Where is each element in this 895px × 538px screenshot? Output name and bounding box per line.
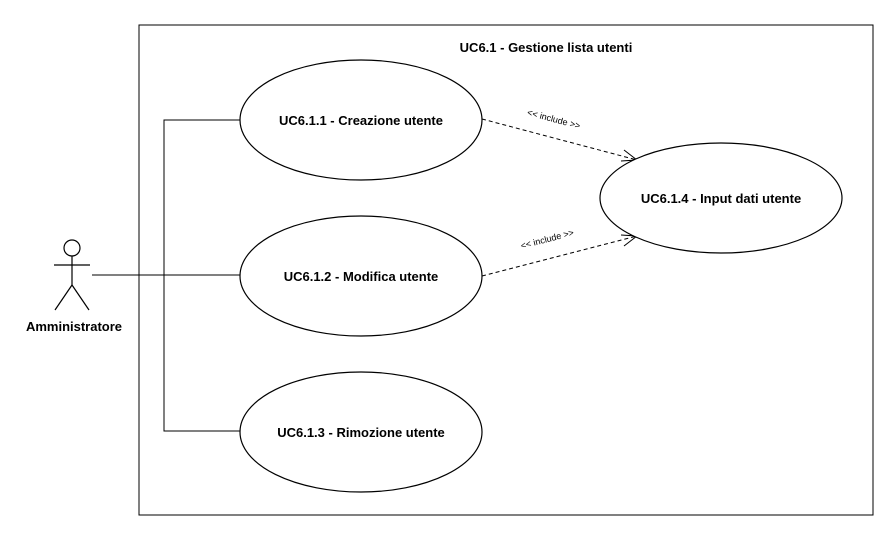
use-case-input-label: UC6.1.4 - Input dati utente: [641, 191, 801, 206]
actor-left-leg: [54, 284, 73, 311]
actor-head: [63, 239, 81, 257]
use-case-input[interactable]: [599, 142, 843, 254]
use-case-creazione[interactable]: [239, 59, 483, 181]
use-case-creazione-label: UC6.1.1 - Creazione utente: [279, 113, 443, 128]
actor-right-leg: [71, 284, 90, 311]
use-case-modifica-label: UC6.1.2 - Modifica utente: [284, 269, 439, 284]
use-case-modifica[interactable]: [239, 215, 483, 337]
use-case-rimozione-label: UC6.1.3 - Rimozione utente: [277, 425, 445, 440]
actor-figure: [54, 239, 90, 311]
use-case-rimozione[interactable]: [239, 371, 483, 493]
association-rimozione: [163, 275, 240, 432]
system-title: UC6.1 - Gestione lista utenti: [460, 40, 633, 55]
association-creazione: [163, 119, 240, 275]
include-line-2: [481, 235, 638, 277]
associations: [92, 119, 240, 432]
actor-name: Amministratore: [26, 319, 122, 334]
include-line-1: [481, 118, 638, 161]
